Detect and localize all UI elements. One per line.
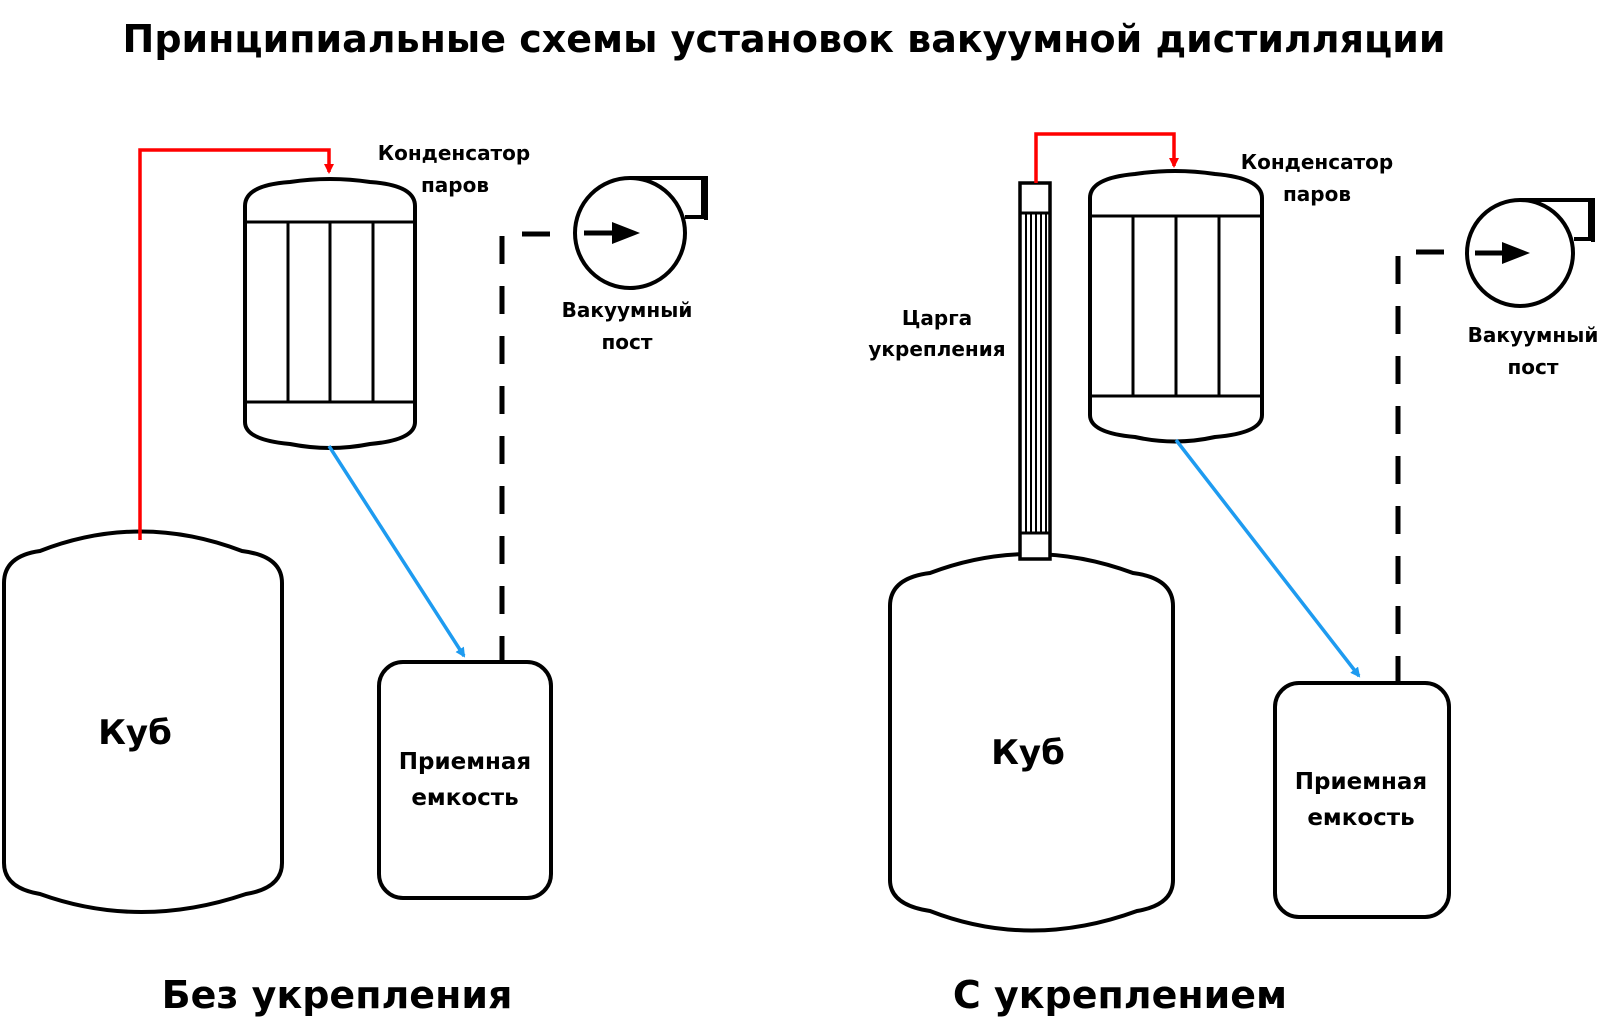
caption-without-column: Без укрепления xyxy=(162,973,513,1017)
pump-label-right-line2: пост xyxy=(1507,355,1558,379)
reinforcement-column xyxy=(1018,181,1052,561)
vacuum-line-right xyxy=(1395,249,1450,684)
receiver-vessel xyxy=(377,660,553,900)
condenser-right xyxy=(1088,169,1264,444)
still-vessel xyxy=(1,529,284,914)
condensate-line xyxy=(327,445,466,658)
receiver-label-right-line2: емкость xyxy=(1307,805,1414,831)
receiver-label-right-line1: Приемная xyxy=(1295,769,1427,795)
condenser-label-right-line1: Конденсатор xyxy=(1241,150,1393,174)
vacuum-line xyxy=(499,231,552,664)
still-label: Куб xyxy=(98,713,172,753)
pump-label-line2: пост xyxy=(601,330,652,354)
receiver-vessel-right xyxy=(1273,681,1451,919)
vacuum-pump-icon xyxy=(573,176,708,290)
receiver-label-line1: Приемная xyxy=(399,749,531,775)
still-vessel-right xyxy=(888,552,1175,933)
condenser-label-line2: паров xyxy=(421,173,489,197)
still-label-right: Куб xyxy=(991,733,1065,773)
vapor-line xyxy=(138,148,334,540)
scheme-without-column: Куб Конденсатор паров Приемная емкость xyxy=(1,141,708,1017)
condenser-label-line1: Конденсатор xyxy=(378,141,530,165)
column-label-line1: Царга xyxy=(902,306,972,330)
pump-label-right-line1: Вакуумный xyxy=(1468,323,1599,347)
diagram-title: Принципиальные схемы установок вакуумной… xyxy=(123,17,1446,61)
caption-with-column: С укреплением xyxy=(953,973,1287,1017)
pump-label-line1: Вакуумный xyxy=(562,298,693,322)
column-label-line2: укрепления xyxy=(868,337,1005,361)
vapor-line-right xyxy=(1034,132,1179,183)
condenser-label-right-line2: паров xyxy=(1283,182,1351,206)
scheme-with-column: Куб Царга укрепления Конденсатор паров xyxy=(868,132,1599,1017)
vacuum-pump-right-icon xyxy=(1465,198,1595,308)
condenser xyxy=(243,177,417,450)
receiver-label-line2: емкость xyxy=(411,785,518,811)
condensate-line-right xyxy=(1174,438,1361,678)
